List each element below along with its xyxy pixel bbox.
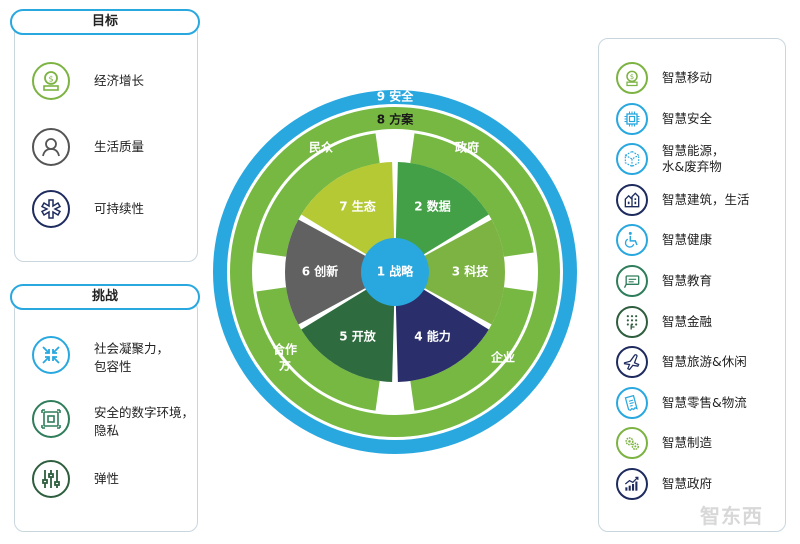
smart-domain-item: 智慧政府: [616, 468, 712, 500]
cube-icon: [616, 143, 648, 176]
plane-icon: [616, 346, 648, 379]
smart-domain-item: 智慧能源， 水&废弃物: [616, 143, 725, 176]
smart-domain-label: 智慧教育: [662, 273, 713, 288]
smart-domain-label: 智慧健康: [662, 232, 713, 248]
stakeholder-arc: [410, 133, 534, 257]
smart-domain-item: 智慧教育: [616, 265, 712, 297]
pillar-label: 6 创新: [302, 264, 339, 279]
smart-domain-item: 智慧制造: [616, 427, 713, 460]
mobile-coin-icon: $: [616, 62, 648, 94]
pillar-segment: [395, 162, 489, 257]
goal-item-sustainability: 可持续性: [32, 190, 144, 228]
smart-domain-label: 智慧制造: [662, 435, 713, 451]
challenge-item-resilience: 弹性: [32, 460, 119, 498]
pillar-segment: [421, 219, 505, 325]
challenge-item-digital: 安全的数字环境， 隐私: [32, 400, 194, 440]
smart-domain-item: 智慧零售&物流: [616, 386, 747, 419]
smart-domain-label: 智慧能源， 水&废弃物: [662, 143, 725, 175]
receipt-icon: [616, 386, 648, 419]
sliders-icon: [32, 460, 70, 498]
challenge-label: 弹性: [94, 471, 120, 486]
smart-domain-item: 智慧安全: [616, 102, 713, 135]
pillar-label: 3 科技: [452, 264, 490, 279]
smart-domain-item: 智慧建筑，生活: [616, 183, 750, 216]
strategy-center: [361, 238, 429, 306]
smart-domain-label: 智慧建筑，生活: [662, 191, 750, 207]
challenge-label: 社会凝聚力， 包容性: [94, 341, 170, 374]
security-ring-label: 9 安全: [377, 89, 415, 104]
smart-domain-item: $ 智慧移动: [616, 62, 712, 94]
challenges-title: 挑战: [10, 284, 200, 310]
challenge-item-cohesion: 社会凝聚力， 包容性: [32, 336, 169, 376]
goals-title: 目标: [10, 9, 200, 35]
svg-text:$: $: [48, 75, 53, 84]
pillar-label: 4 能力: [414, 328, 451, 343]
strategy-center-label: 1 战略: [377, 264, 415, 279]
smart-domain-label: 智慧金融: [662, 313, 713, 329]
arrows-inward-icon: [32, 336, 70, 374]
smart-domain-label: 智慧安全: [662, 110, 713, 126]
smart-domain-label: 智慧零售&物流: [662, 394, 747, 410]
challenge-label: 安全的数字环境， 隐私: [94, 405, 195, 438]
goal-label: 经济增长: [94, 73, 145, 88]
goal-item-economy: $ 经济增长: [32, 62, 144, 100]
money-bag-icon: $: [32, 62, 70, 100]
gears-icon: [616, 427, 648, 460]
stakeholder-label: 企业: [490, 350, 515, 365]
stakeholder-label: 方: [279, 358, 291, 373]
pillar-label: 2 数据: [414, 199, 451, 214]
smart-domain-item: 智慧金融: [616, 305, 713, 338]
goal-item-quality: 生活质量: [32, 128, 144, 166]
chip-icon: [616, 102, 648, 135]
pillar-label: 5 开放: [339, 328, 377, 343]
pillar-segment: [285, 219, 369, 325]
buildings-icon: [616, 183, 648, 216]
smart-domain-label: 智慧旅游&休闲: [662, 354, 747, 370]
pillar-segment: [301, 162, 395, 257]
pillar-label: 7 生态: [339, 199, 376, 214]
smart-domain-item: 智慧健康: [616, 224, 713, 257]
wheelchair-icon: [616, 224, 648, 257]
growth-chart-icon: [616, 468, 648, 500]
medical-star-icon: [32, 190, 70, 228]
stakeholder-label: 民众: [309, 140, 334, 155]
pillar-segment: [301, 287, 395, 382]
pillar-segment: [395, 287, 489, 382]
keypad-icon: [616, 305, 648, 338]
solution-ring-label: 8 方案: [377, 112, 415, 127]
person-icon: [32, 128, 70, 166]
stakeholder-arc: [256, 287, 380, 411]
goal-label: 生活质量: [94, 139, 145, 154]
stakeholder-label: 政府: [455, 140, 479, 155]
smart-domain-label: 智慧政府: [662, 476, 713, 491]
smart-domain-item: 智慧旅游&休闲: [616, 346, 747, 379]
watermark: 智东西: [700, 504, 763, 528]
stakeholder-arc: [410, 287, 534, 411]
board-icon: [616, 265, 648, 297]
shield-chip-icon: [32, 400, 70, 438]
smart-domain-label: 智慧移动: [662, 70, 713, 85]
svg-text:$: $: [630, 73, 634, 81]
goal-label: 可持续性: [94, 201, 145, 216]
stakeholder-label: 合作: [273, 342, 297, 357]
stakeholder-arc: [256, 133, 380, 257]
